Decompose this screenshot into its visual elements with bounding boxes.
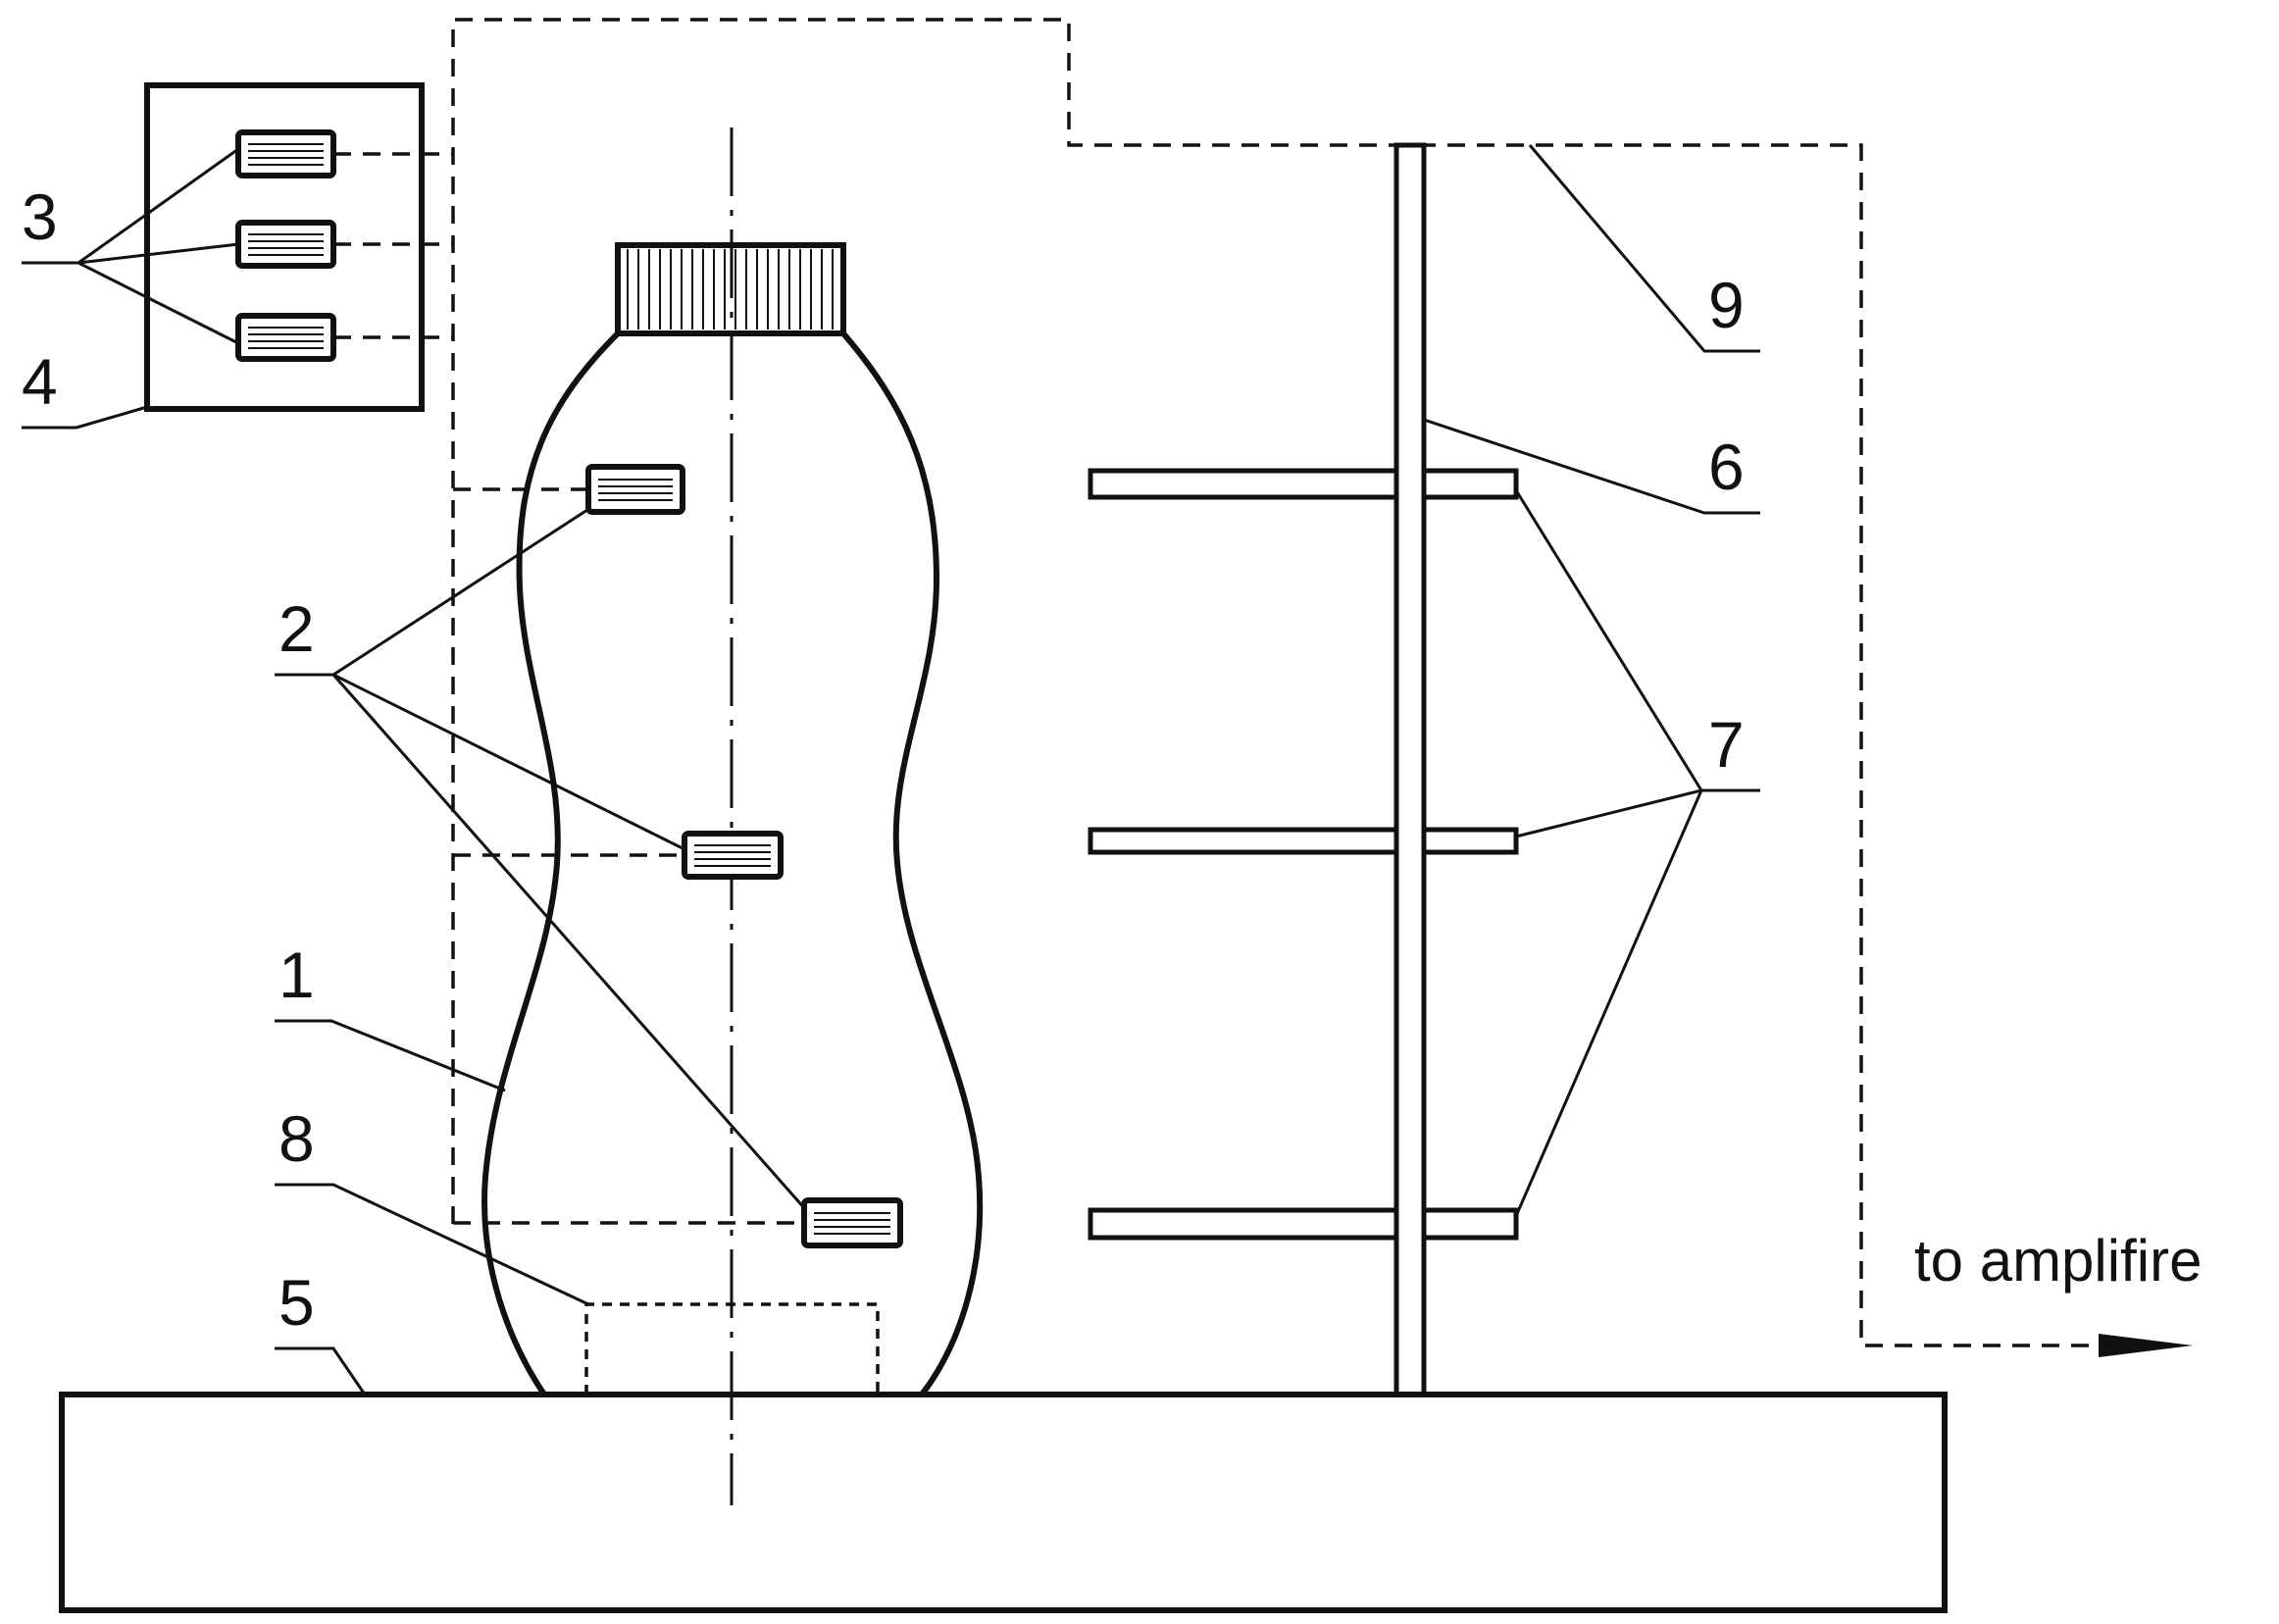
leader-lines: [22, 144, 1760, 1396]
label-base: 5: [279, 1266, 315, 1339]
reference-plate: [144, 82, 425, 412]
label-stand: 6: [1708, 431, 1745, 503]
label-bottom-insert: 8: [279, 1102, 315, 1175]
label-stand-arms: 7: [1708, 708, 1745, 781]
bottle-cap: [615, 242, 846, 336]
label-wiring: 9: [1708, 269, 1745, 341]
bottom-insert-outline: [584, 1302, 880, 1395]
label-bottle: 1: [279, 939, 315, 1011]
stand-arm: [1088, 468, 1519, 500]
label-bottle-gauges: 2: [279, 592, 315, 665]
base-plate: [59, 1392, 1948, 1613]
amplifier-caption: to amplifire: [1914, 1228, 2202, 1294]
bottle-gauge: [682, 831, 784, 880]
label-reference-gauges: 3: [22, 180, 58, 253]
label-reference-plate: 4: [22, 345, 58, 418]
bottle-gauge: [801, 1197, 903, 1248]
bottle-gauge: [585, 464, 685, 515]
stand-rod: [1393, 142, 1427, 1397]
stand-arm: [1088, 827, 1519, 855]
reference-gauge: [235, 313, 336, 362]
reference-gauge: [235, 220, 336, 269]
wiring: [333, 18, 2099, 1347]
stand-arm: [1088, 1207, 1519, 1241]
reference-gauge: [235, 129, 336, 178]
amplifier-arrow: [2099, 1334, 2193, 1357]
